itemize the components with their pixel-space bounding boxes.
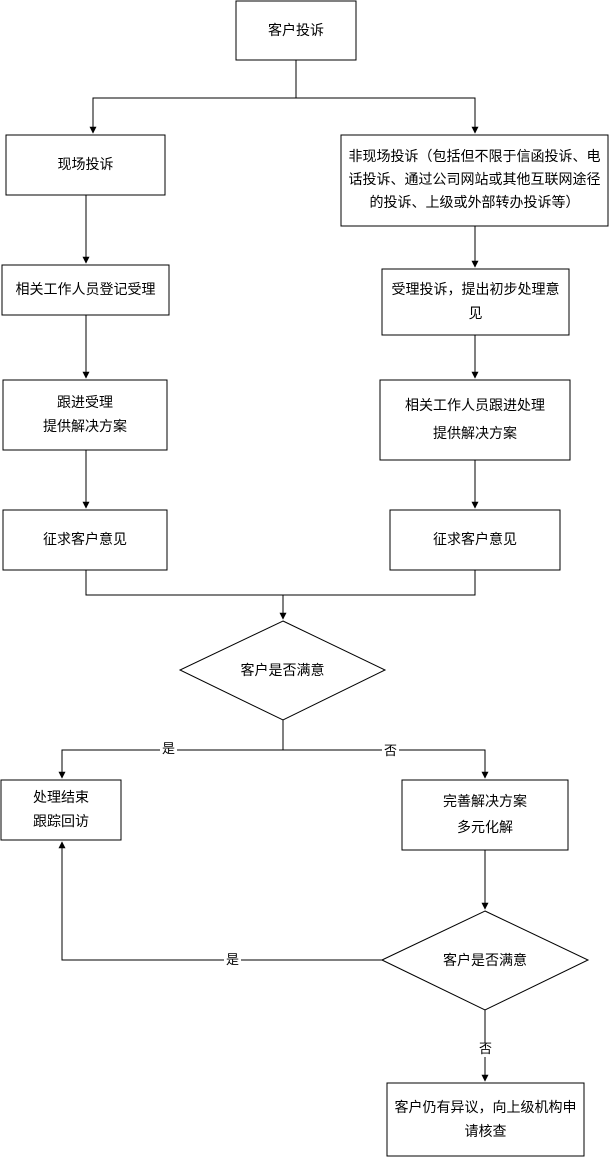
edge-label-yes-1: 是 — [160, 742, 178, 757]
edge-split-offsite — [296, 97, 479, 134]
node-opinion-right — [389, 509, 561, 571]
node-satisfied-2 — [380, 910, 590, 1011]
edge-decision2-yes — [58, 841, 382, 961]
node-close — [0, 779, 122, 841]
edge-decision1-no — [283, 749, 489, 779]
edge-opinions-merge — [85, 570, 476, 596]
node-accept — [381, 268, 570, 336]
node-register — [1, 264, 170, 316]
node-offsite — [340, 134, 609, 227]
edge-split-onsite — [89, 97, 296, 134]
node-satisfied-1 — [178, 620, 387, 721]
node-follow-right — [379, 379, 571, 461]
node-escalate — [386, 1082, 585, 1157]
edge-label-yes-2: 是 — [224, 953, 242, 968]
node-start — [235, 0, 357, 61]
node-improve — [401, 779, 569, 851]
node-opinion-left — [2, 509, 168, 571]
node-onsite — [5, 134, 166, 196]
node-follow-left — [2, 379, 168, 451]
edge-label-no-1: 否 — [382, 744, 400, 759]
edge-decision1-yes — [58, 749, 283, 779]
edge-label-no-2: 否 — [477, 1042, 495, 1057]
